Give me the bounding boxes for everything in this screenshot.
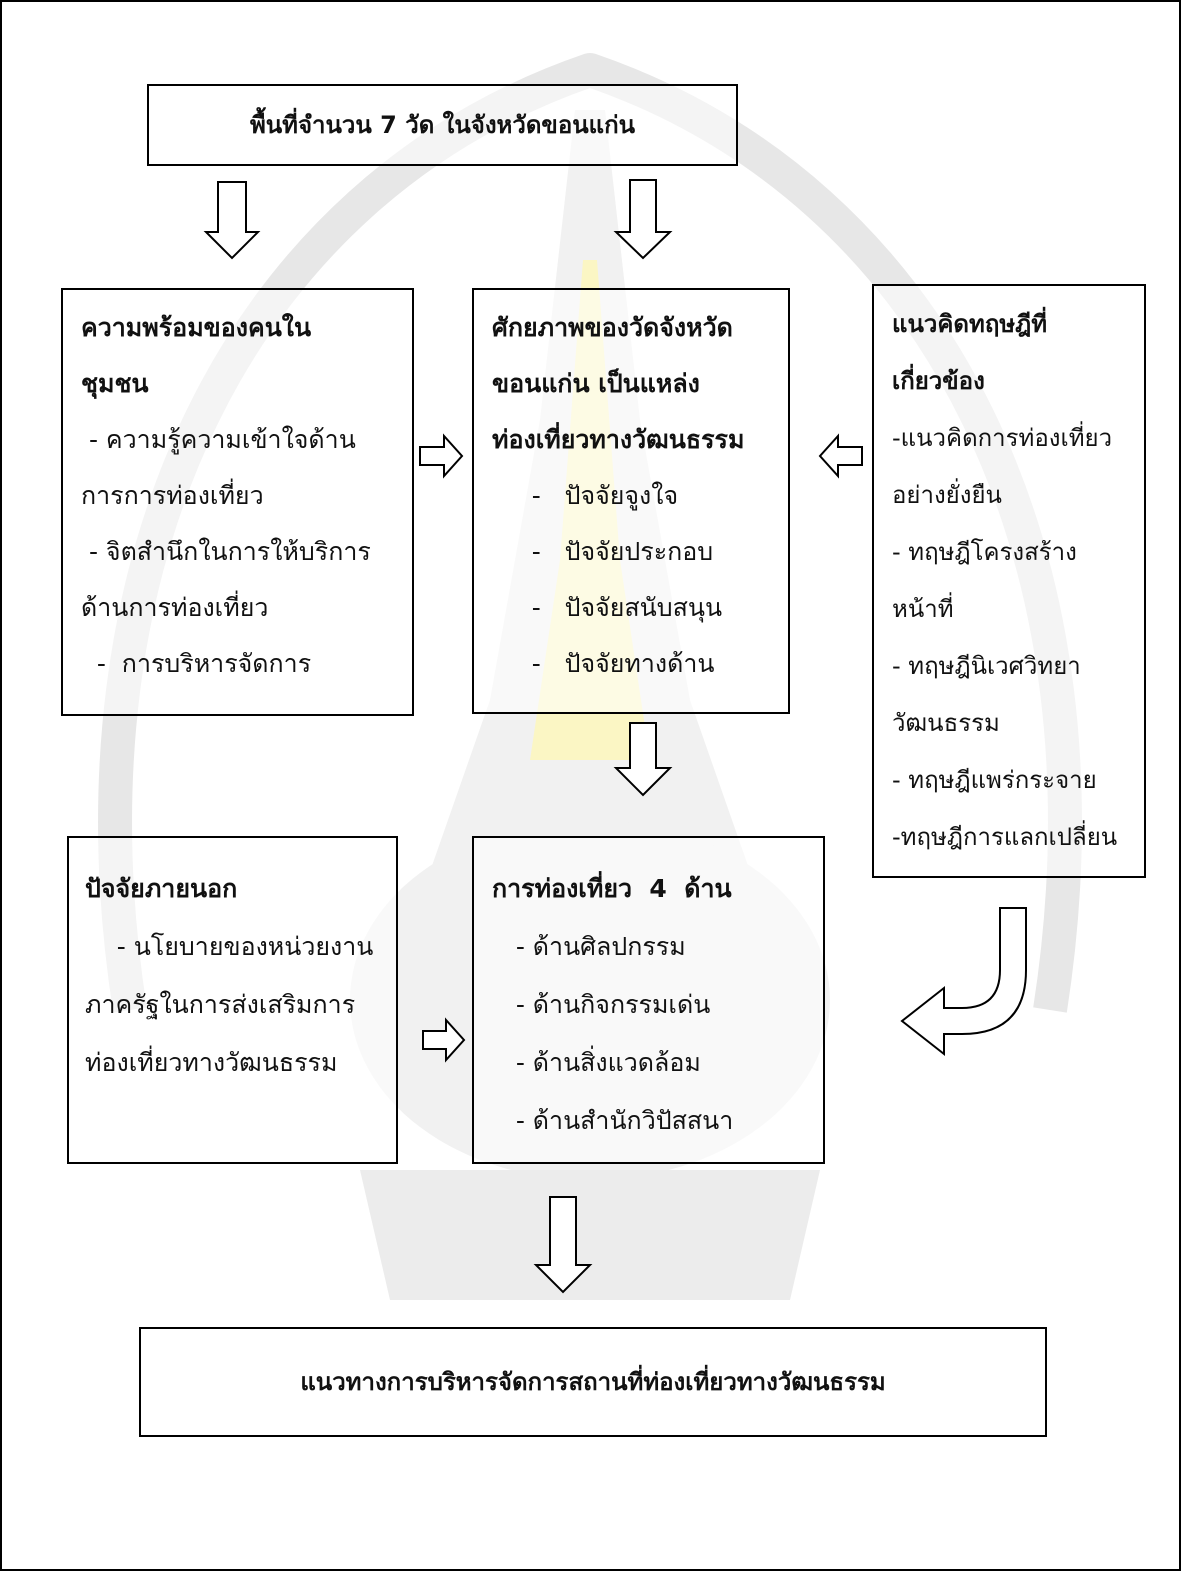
theory-line: อย่างยั่งยืน xyxy=(892,481,1002,509)
potential-title-line: ท่องเที่ยวทางวัฒนธรรม xyxy=(492,425,745,454)
theory-title-line: แนวคิดทฤษฎีที่ xyxy=(892,310,1048,338)
tourism-aspects-box: การท่องเที่ยว 4 ด้าน - ด้านศิลปกรรม - ด้… xyxy=(472,836,825,1164)
external-line: ท่องเที่ยวทางวัฒนธรรม xyxy=(85,1048,338,1077)
potential-line: - ปัจจัยทางด้าน xyxy=(492,649,715,678)
top-box: พื้นที่จำนวน 7 วัด ในจังหวัดขอนแก่น xyxy=(147,84,738,166)
tourism-line: - ด้านสำนักวิปัสสนา xyxy=(492,1106,734,1135)
theory-line: -แนวคิดการท่องเที่ยว xyxy=(892,424,1113,452)
potential-box: ศักยภาพของวัดจังหวัด ขอนแก่น เป็นแหล่ง ท… xyxy=(472,288,790,714)
tourism-line: - ด้านสิ่งแวดล้อม xyxy=(492,1048,701,1077)
tourism-title: การท่องเที่ยว 4 ด้าน xyxy=(492,874,732,903)
theory-line: วัฒนธรรม xyxy=(892,709,1000,737)
potential-line: - ปัจจัยจูงใจ xyxy=(492,481,679,510)
theory-line: - ทฤษฎีแพร่กระจาย xyxy=(892,766,1097,794)
community-title-line2: ชุมชน xyxy=(81,369,149,398)
tourism-line: - ด้านศิลปกรรม xyxy=(492,932,686,961)
theory-box: แนวคิดทฤษฎีที่ เกี่ยวข้อง -แนวคิดการท่อง… xyxy=(872,284,1146,878)
potential-title-line: ขอนแก่น เป็นแหล่ง xyxy=(492,369,700,398)
tourism-line: - ด้านกิจกรรมเด่น xyxy=(492,990,711,1019)
bottom-box: แนวทางการบริหารจัดการสถานที่ท่องเที่ยวทา… xyxy=(139,1327,1047,1437)
theory-line: - ทฤษฎีนิเวศวิทยา xyxy=(892,652,1081,680)
potential-line: - ปัจจัยสนับสนุน xyxy=(492,593,723,622)
theory-line: - ทฤษฎีโครงสร้าง xyxy=(892,538,1077,566)
community-title-line1: ความพร้อมของคนใน xyxy=(81,313,312,342)
community-line: การการท่องเที่ยว xyxy=(81,481,264,510)
external-line: ภาครัฐในการส่งเสริมการ xyxy=(85,990,356,1019)
external-factors-box: ปัจจัยภายนอก - นโยบายของหน่วยงาน ภาครัฐใ… xyxy=(67,836,398,1164)
community-line: - การบริหารจัดการ xyxy=(81,649,312,678)
theory-line: -ทฤษฎีการแลกเปลี่ยน xyxy=(892,823,1118,851)
top-box-text: พื้นที่จำนวน 7 วัด ในจังหวัดขอนแก่น xyxy=(249,111,636,139)
bottom-box-text: แนวทางการบริหารจัดการสถานที่ท่องเที่ยวทา… xyxy=(300,1368,886,1396)
external-title: ปัจจัยภายนอก xyxy=(85,874,238,903)
potential-title-line: ศักยภาพของวัดจังหวัด xyxy=(492,313,733,342)
theory-title-line: เกี่ยวข้อง xyxy=(892,367,985,395)
community-readiness-box: ความพร้อมของคนใน ชุมชน - ความรู้ความเข้า… xyxy=(61,288,414,716)
community-line: - จิตสำนึกในการให้บริการ xyxy=(81,537,371,566)
community-line: ด้านการท่องเที่ยว xyxy=(81,593,269,622)
external-line: - นโยบายของหน่วยงาน xyxy=(85,932,374,961)
community-line: - ความรู้ความเข้าใจด้าน xyxy=(81,425,356,454)
potential-line: - ปัจจัยประกอบ xyxy=(492,537,714,566)
theory-line: หน้าที่ xyxy=(892,595,954,623)
